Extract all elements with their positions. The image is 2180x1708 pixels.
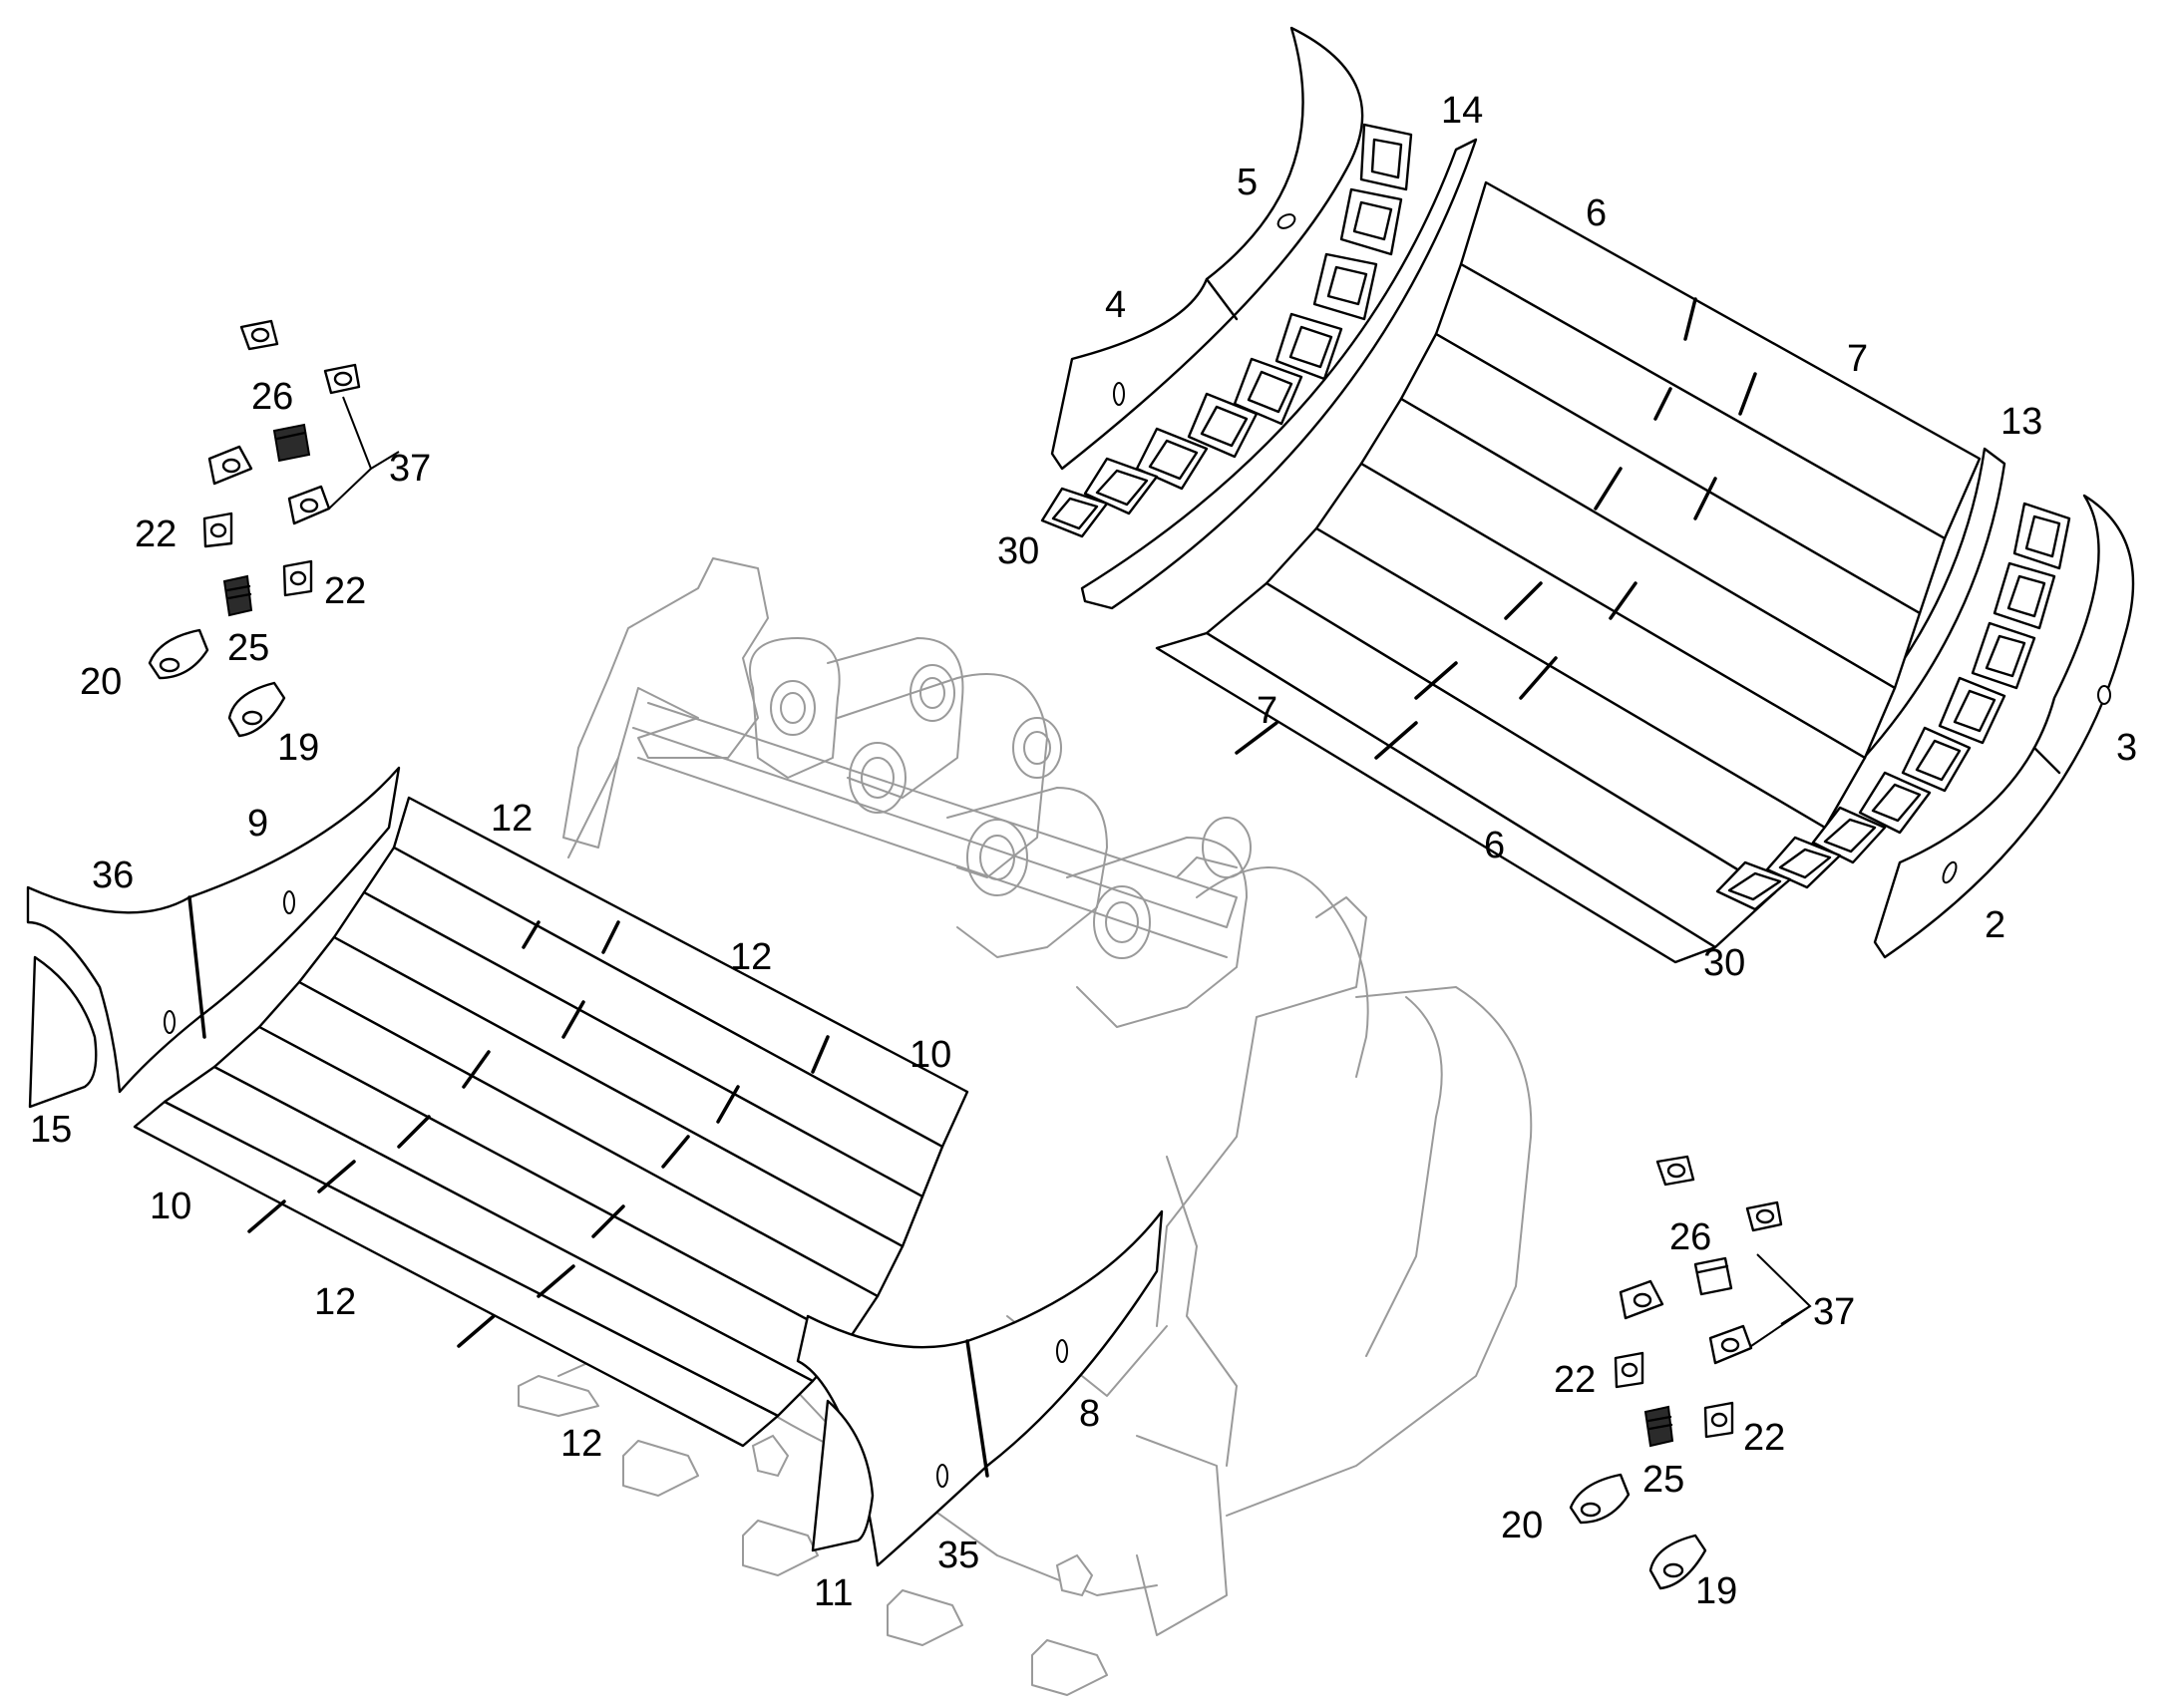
wear-plate-set-lower xyxy=(26,766,1164,1567)
callout-9: 9 xyxy=(247,803,268,845)
wear-plates-6-7 xyxy=(1155,180,1982,964)
bucket-outline xyxy=(518,557,1533,1696)
callout-37: 37 xyxy=(389,448,431,490)
callout-7: 7 xyxy=(1257,690,1277,732)
callout-12: 12 xyxy=(560,1423,602,1465)
callout-6: 6 xyxy=(1586,192,1607,234)
callout-6: 6 xyxy=(1484,825,1505,866)
callout-20: 20 xyxy=(1501,1505,1543,1546)
fastener-kit-left xyxy=(148,319,400,738)
callout-25: 25 xyxy=(227,627,269,669)
callout-26: 26 xyxy=(1669,1216,1711,1258)
callout-25: 25 xyxy=(1642,1459,1684,1501)
callout-22: 22 xyxy=(1743,1417,1785,1459)
callout-19: 19 xyxy=(277,727,319,769)
callout-10: 10 xyxy=(909,1034,951,1076)
callout-12: 12 xyxy=(730,936,772,978)
callout-26: 26 xyxy=(251,376,293,418)
callout-20: 20 xyxy=(80,661,122,703)
callout-15: 15 xyxy=(30,1109,72,1151)
callout-12: 12 xyxy=(491,798,533,840)
callout-35: 35 xyxy=(937,1535,979,1576)
callout-11: 11 xyxy=(814,1572,853,1614)
callout-14: 14 xyxy=(1441,90,1483,132)
callout-3: 3 xyxy=(2116,727,2137,769)
callout-13: 13 xyxy=(2000,401,2042,443)
callout-30: 30 xyxy=(997,530,1039,572)
callout-19: 19 xyxy=(1695,1570,1737,1612)
wear-plate-set-upper xyxy=(1040,26,2135,964)
callout-7: 7 xyxy=(1847,338,1868,380)
side-segment-5-4 xyxy=(1050,26,1364,471)
callout-22: 22 xyxy=(324,570,366,612)
callout-36: 36 xyxy=(92,854,134,896)
callout-37: 37 xyxy=(1813,1291,1855,1333)
callout-5: 5 xyxy=(1237,162,1258,203)
callout-30: 30 xyxy=(1703,942,1745,984)
callout-labels: 2 3 4 5 6 6 7 7 8 9 10 10 11 12 12 12 12… xyxy=(30,90,2137,1614)
wear-buttons-30-lower xyxy=(1715,502,2071,911)
side-segment-3-2 xyxy=(1873,494,2135,959)
wear-plates-10-12 xyxy=(133,796,969,1448)
callout-2: 2 xyxy=(1985,904,2005,946)
callout-10: 10 xyxy=(150,1186,191,1227)
wear-buttons-30-upper xyxy=(1040,123,1413,538)
callout-22: 22 xyxy=(1554,1359,1596,1401)
side-piece-15 xyxy=(28,955,98,1109)
fastener-kit-right xyxy=(1569,1155,1812,1590)
callout-8: 8 xyxy=(1079,1393,1100,1435)
callout-12: 12 xyxy=(314,1281,356,1323)
callout-4: 4 xyxy=(1105,284,1126,326)
side-piece-11 xyxy=(811,1399,875,1552)
callout-22: 22 xyxy=(135,513,177,555)
side-strip-14 xyxy=(1080,138,1478,610)
